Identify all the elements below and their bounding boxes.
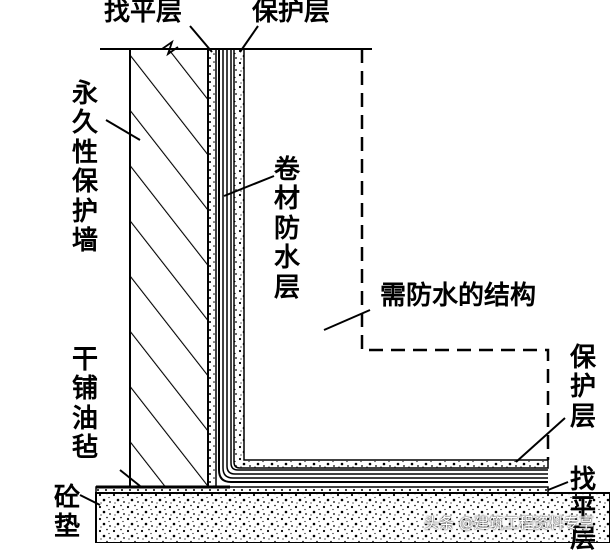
concrete-pad (95, 492, 610, 543)
structure-outline (360, 49, 550, 460)
leader-lines (79, 25, 569, 506)
label-leveling-layer-bottom: 找平层 (569, 465, 596, 554)
label-permanent-protective-wall: 永久性保护墙 (71, 79, 98, 256)
permanent-protective-wall (129, 39, 209, 488)
label-membrane-waterproof-layer: 卷材防水层 (273, 155, 300, 303)
label-protective-layer-top: 保护层 (252, 0, 331, 27)
watermark: 头条 @建筑工程资料专享 (424, 514, 594, 532)
label-protective-layer-right: 保护层 (569, 343, 596, 432)
label-structure-to-waterproof: 需防水的结构 (380, 281, 537, 311)
leveling-layer-vertical (207, 48, 217, 488)
label-leveling-layer-top: 找平层 (104, 0, 183, 27)
membrane-layers (218, 49, 548, 483)
label-concrete-pad: 砼垫 (53, 483, 80, 543)
label-dry-laid-felt: 干铺油毡 (71, 345, 98, 464)
protective-layer (233, 48, 549, 469)
